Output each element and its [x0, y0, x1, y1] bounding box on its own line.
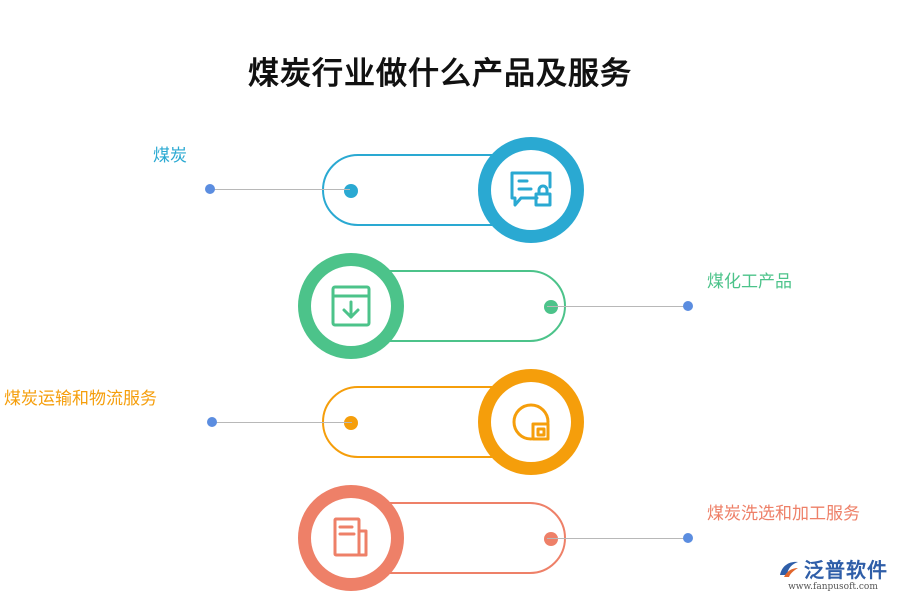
- pill-dot: [544, 300, 558, 314]
- connector-line: [547, 538, 687, 539]
- inbox-download-icon: [331, 285, 371, 327]
- icon-circle: [298, 253, 404, 359]
- connector-end-dot: [205, 184, 215, 194]
- document-icon: [333, 517, 368, 557]
- brand-logo: 泛普软件 www.fanpusoft.com: [778, 554, 888, 592]
- item-label: 煤炭洗选和加工服务: [707, 504, 860, 524]
- icon-circle: [298, 485, 404, 591]
- connector-line: [547, 306, 687, 307]
- connector-line: [210, 189, 350, 190]
- item-label: 煤炭运输和物流服务: [4, 389, 157, 409]
- connector-line: [212, 422, 352, 423]
- pill-dot: [344, 184, 358, 198]
- brand-name: 泛普软件: [804, 558, 888, 582]
- item-label: 煤化工产品: [707, 272, 792, 292]
- pill-dot: [544, 532, 558, 546]
- pie-chart-icon: [512, 403, 550, 441]
- connector-end-dot: [207, 417, 217, 427]
- connector-end-dot: [683, 301, 693, 311]
- item-label: 煤炭: [153, 146, 187, 166]
- pill-dot: [344, 416, 358, 430]
- message-lock-icon: [510, 171, 552, 207]
- connector-end-dot: [683, 533, 693, 543]
- icon-circle: [478, 369, 584, 475]
- icon-circle: [478, 137, 584, 243]
- fanpu-logo-icon: [780, 561, 798, 577]
- page-title: 煤炭行业做什么产品及服务: [248, 56, 632, 92]
- brand-url: www.fanpusoft.com: [788, 582, 878, 592]
